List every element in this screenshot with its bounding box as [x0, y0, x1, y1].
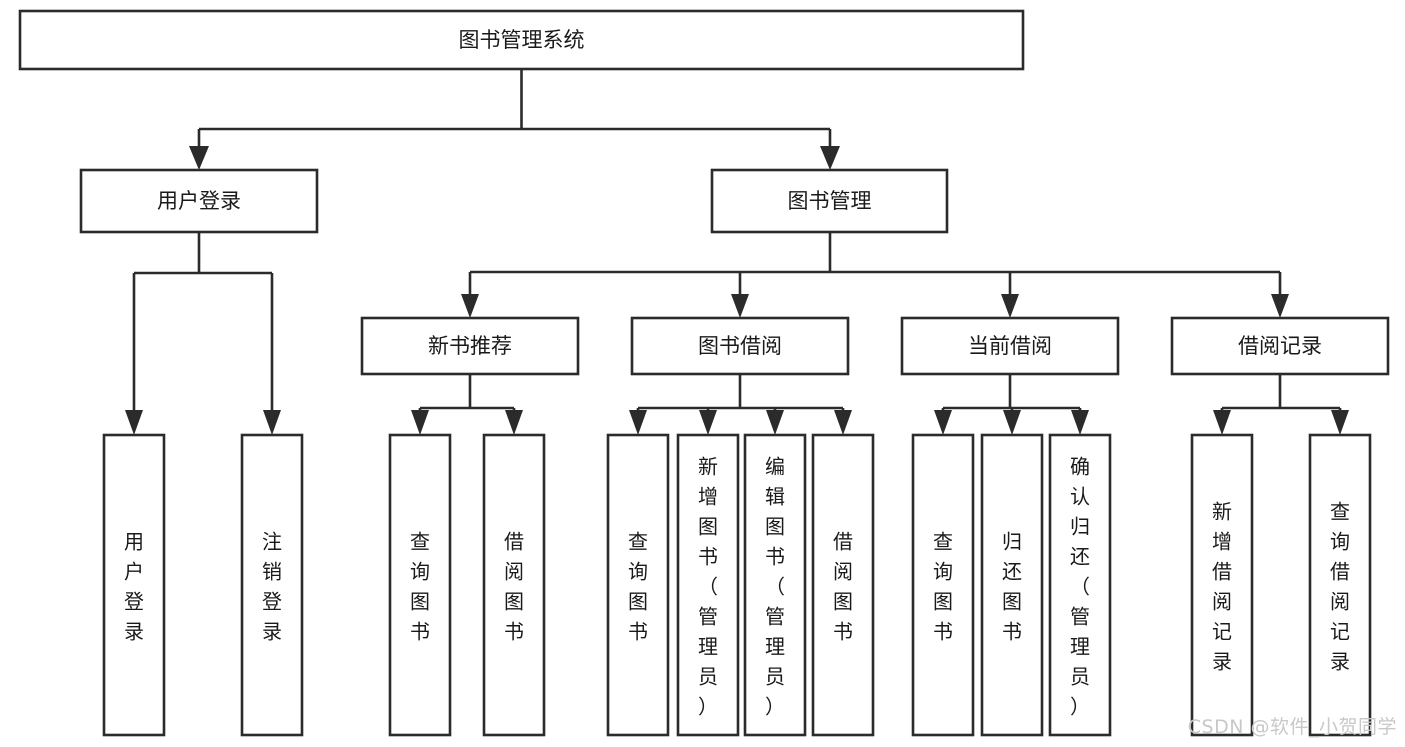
node-leaf-return-book-label: 归还图书 [1002, 529, 1022, 643]
node-book-manage-label: 图书管理 [788, 189, 872, 213]
node-leaf-return-book-box[interactable] [980, 433, 1044, 737]
node-leaf-logout[interactable]: 注销登录 [240, 433, 304, 737]
node-root-label: 图书管理系统 [459, 28, 585, 52]
node-leaf-borrow-book-2-box[interactable] [811, 433, 875, 737]
node-leaf-query-record-box[interactable] [1308, 433, 1372, 737]
node-leaf-query-book-2-box[interactable] [606, 433, 670, 737]
node-leaf-query-book-1-label: 查询图书 [410, 529, 430, 643]
node-leaf-logout-box[interactable] [240, 433, 304, 737]
node-new-book-recommend-label: 新书推荐 [428, 334, 512, 358]
node-leaf-edit-book[interactable]: 编辑图书（管理员） [743, 433, 807, 737]
node-leaf-add-book-box[interactable] [676, 433, 740, 737]
node-leaf-add-record-label: 新增借阅记录 [1212, 499, 1232, 673]
arrowhead-leaf-borrow-book-1 [505, 410, 523, 435]
node-leaf-borrow-book-2-label: 借阅图书 [833, 529, 853, 643]
node-leaf-add-record-box[interactable] [1190, 433, 1254, 737]
node-borrow-record-label: 借阅记录 [1238, 334, 1322, 358]
arrowhead-leaf-query-book-1 [411, 410, 429, 435]
arrowhead-leaf-edit-book [766, 410, 784, 435]
arrowhead-leaf-logout [263, 410, 281, 435]
node-new-book-recommend-box[interactable] [360, 316, 580, 376]
arrowhead-leaf-confirm-return [1071, 410, 1089, 435]
watermark: CSDN @软件_小贺同学 [1187, 716, 1397, 738]
node-new-book-recommend[interactable]: 新书推荐 [360, 316, 580, 376]
node-book-manage[interactable]: 图书管理 [710, 168, 949, 234]
arrowhead-leaf-borrow-book-2 [834, 410, 852, 435]
node-leaf-query-book-3[interactable]: 查询图书 [911, 433, 975, 737]
node-leaf-add-record[interactable]: 新增借阅记录 [1190, 433, 1254, 737]
node-leaf-return-book[interactable]: 归还图书 [980, 433, 1044, 737]
node-leaf-add-book-label: 新增图书（管理员） [698, 454, 718, 718]
node-borrow-record-box[interactable] [1170, 316, 1390, 376]
node-user-login-box[interactable] [79, 168, 319, 234]
arrowhead-leaf-return-book [1003, 410, 1021, 435]
node-root-box[interactable] [18, 9, 1025, 71]
arrowhead-leaf-add-record [1213, 410, 1231, 435]
node-leaf-query-book-2[interactable]: 查询图书 [606, 433, 670, 737]
node-leaf-confirm-return-box[interactable] [1048, 433, 1112, 737]
arrowhead-leaf-query-book-2 [629, 410, 647, 435]
arrowhead-new-book-recommend [461, 294, 479, 318]
node-leaf-query-record[interactable]: 查询借阅记录 [1308, 433, 1372, 737]
node-leaf-query-book-1-box[interactable] [388, 433, 452, 737]
node-leaf-user-login-box[interactable] [102, 433, 166, 737]
arrowhead-book-manage [820, 146, 840, 170]
node-leaf-query-book-2-label: 查询图书 [628, 529, 648, 643]
node-user-login-label: 用户登录 [157, 189, 241, 213]
node-leaf-borrow-book-1-label: 借阅图书 [504, 529, 524, 643]
arrowhead-leaf-user-login [125, 410, 143, 435]
node-leaf-confirm-return[interactable]: 确认归还（管理员） [1048, 433, 1112, 737]
node-current-borrow[interactable]: 当前借阅 [900, 316, 1120, 376]
node-leaf-user-login[interactable]: 用户登录 [102, 433, 166, 737]
node-user-login[interactable]: 用户登录 [79, 168, 319, 234]
node-borrow-record[interactable]: 借阅记录 [1170, 316, 1390, 376]
connector-layer [125, 69, 1349, 435]
node-book-borrow-label: 图书借阅 [698, 334, 782, 358]
node-leaf-user-login-label: 用户登录 [124, 529, 144, 643]
node-book-manage-box[interactable] [710, 168, 949, 234]
arrowhead-user-login [189, 146, 209, 170]
arrowhead-borrow-record [1271, 294, 1289, 318]
arrowhead-leaf-query-book-3 [934, 410, 952, 435]
node-leaf-borrow-book-2[interactable]: 借阅图书 [811, 433, 875, 737]
node-leaf-confirm-return-label: 确认归还（管理员） [1070, 454, 1090, 718]
node-leaf-borrow-book-1-box[interactable] [482, 433, 546, 737]
node-leaf-query-record-label: 查询借阅记录 [1330, 499, 1350, 673]
arrowhead-leaf-add-book [699, 410, 717, 435]
arrowhead-current-borrow [1001, 294, 1019, 318]
node-leaf-query-book-1[interactable]: 查询图书 [388, 433, 452, 737]
node-leaf-query-book-3-label: 查询图书 [933, 529, 953, 643]
arrowhead-book-borrow [731, 294, 749, 318]
node-root[interactable]: 图书管理系统 [18, 9, 1025, 71]
node-leaf-borrow-book-1[interactable]: 借阅图书 [482, 433, 546, 737]
node-leaf-edit-book-box[interactable] [743, 433, 807, 737]
node-leaf-add-book[interactable]: 新增图书（管理员） [676, 433, 740, 737]
node-current-borrow-box[interactable] [900, 316, 1120, 376]
node-book-borrow[interactable]: 图书借阅 [630, 316, 850, 376]
node-leaf-query-book-3-box[interactable] [911, 433, 975, 737]
node-leaf-logout-label: 注销登录 [262, 529, 282, 643]
node-leaf-edit-book-label: 编辑图书（管理员） [765, 454, 785, 718]
arrowhead-leaf-query-record [1331, 410, 1349, 435]
node-book-borrow-box[interactable] [630, 316, 850, 376]
node-current-borrow-label: 当前借阅 [968, 334, 1052, 358]
